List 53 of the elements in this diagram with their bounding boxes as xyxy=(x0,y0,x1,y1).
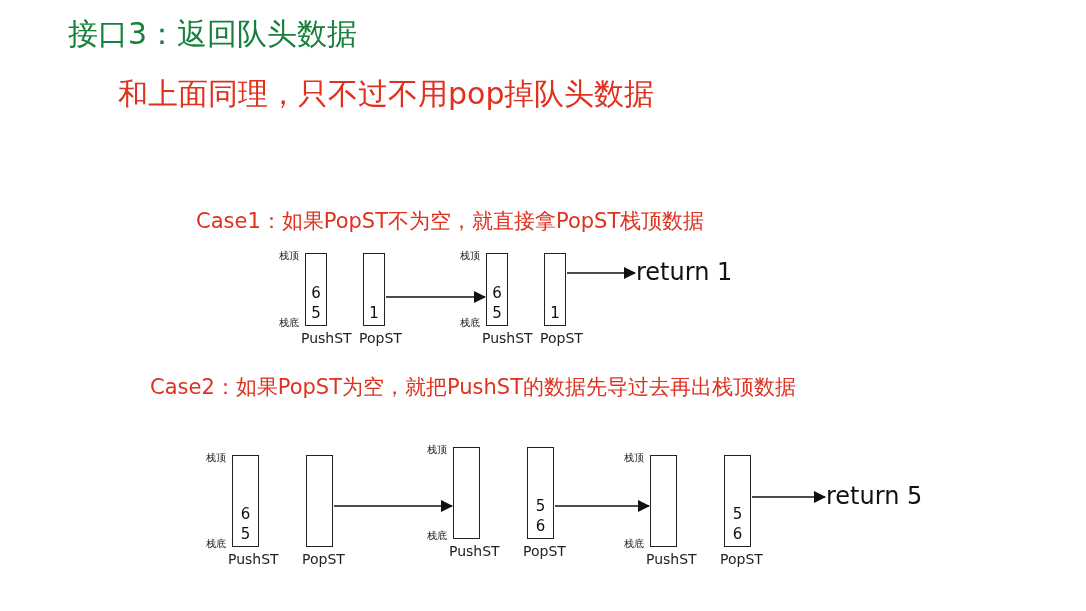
stack-top-label: 栈顶 xyxy=(460,249,480,263)
stack-box xyxy=(724,455,751,547)
stack-box xyxy=(544,253,566,326)
stack-value: 1 xyxy=(369,303,379,323)
return-text: return 5 xyxy=(826,482,923,510)
stack-name: PushST xyxy=(228,551,279,567)
stack-box xyxy=(232,455,259,547)
stack-name: PopST xyxy=(302,551,345,567)
stack-name: PopST xyxy=(523,543,566,559)
stack-bottom-label: 栈底 xyxy=(460,316,480,330)
stack-top-label: 栈顶 xyxy=(206,451,226,465)
stack-top-label: 栈顶 xyxy=(624,451,644,465)
stack-box xyxy=(486,253,508,326)
stack-box xyxy=(306,455,333,547)
case-heading: Case1：如果PopST不为空，就直接拿PopST栈顶数据 xyxy=(196,208,705,235)
note-text: 和上面同理，只不过不用pop掉队头数据 xyxy=(118,75,655,113)
stack-value: 6 xyxy=(492,283,502,303)
stack-bottom-label: 栈底 xyxy=(279,316,299,330)
stack-box xyxy=(453,447,480,539)
stack-bottom-label: 栈底 xyxy=(206,537,226,551)
stack-value: 5 xyxy=(492,303,502,323)
stack-name: PopST xyxy=(540,330,583,346)
title: 接口3：返回队头数据 xyxy=(68,15,358,53)
stack-name: PushST xyxy=(646,551,697,567)
stack-name: PopST xyxy=(359,330,402,346)
stack-name: PopST xyxy=(720,551,763,567)
stack-value: 1 xyxy=(550,303,560,323)
stack-name: PushST xyxy=(301,330,352,346)
stack-value: 5 xyxy=(732,504,743,524)
stack-value: 6 xyxy=(311,283,321,303)
stack-value: 5 xyxy=(240,524,251,544)
stack-value: 6 xyxy=(535,516,546,536)
arrow xyxy=(385,291,486,303)
stack-top-label: 栈顶 xyxy=(427,443,447,457)
stack-bottom-label: 栈底 xyxy=(427,529,447,543)
arrow xyxy=(751,491,826,503)
arrow xyxy=(333,500,453,512)
stack-value: 5 xyxy=(535,496,546,516)
arrow xyxy=(554,500,650,512)
stack-box xyxy=(527,447,554,539)
arrow xyxy=(566,267,636,279)
stack-top-label: 栈顶 xyxy=(279,249,299,263)
stack-box xyxy=(305,253,327,326)
case-heading: Case2：如果PopST为空，就把PushST的数据先导过去再出栈顶数据 xyxy=(150,374,797,401)
stack-name: PushST xyxy=(482,330,533,346)
stack-value: 6 xyxy=(732,524,743,544)
stack-bottom-label: 栈底 xyxy=(624,537,644,551)
stack-value: 6 xyxy=(240,504,251,524)
stack-name: PushST xyxy=(449,543,500,559)
stack-box xyxy=(363,253,385,326)
stack-value: 5 xyxy=(311,303,321,323)
return-text: return 1 xyxy=(636,258,733,286)
stack-box xyxy=(650,455,677,547)
